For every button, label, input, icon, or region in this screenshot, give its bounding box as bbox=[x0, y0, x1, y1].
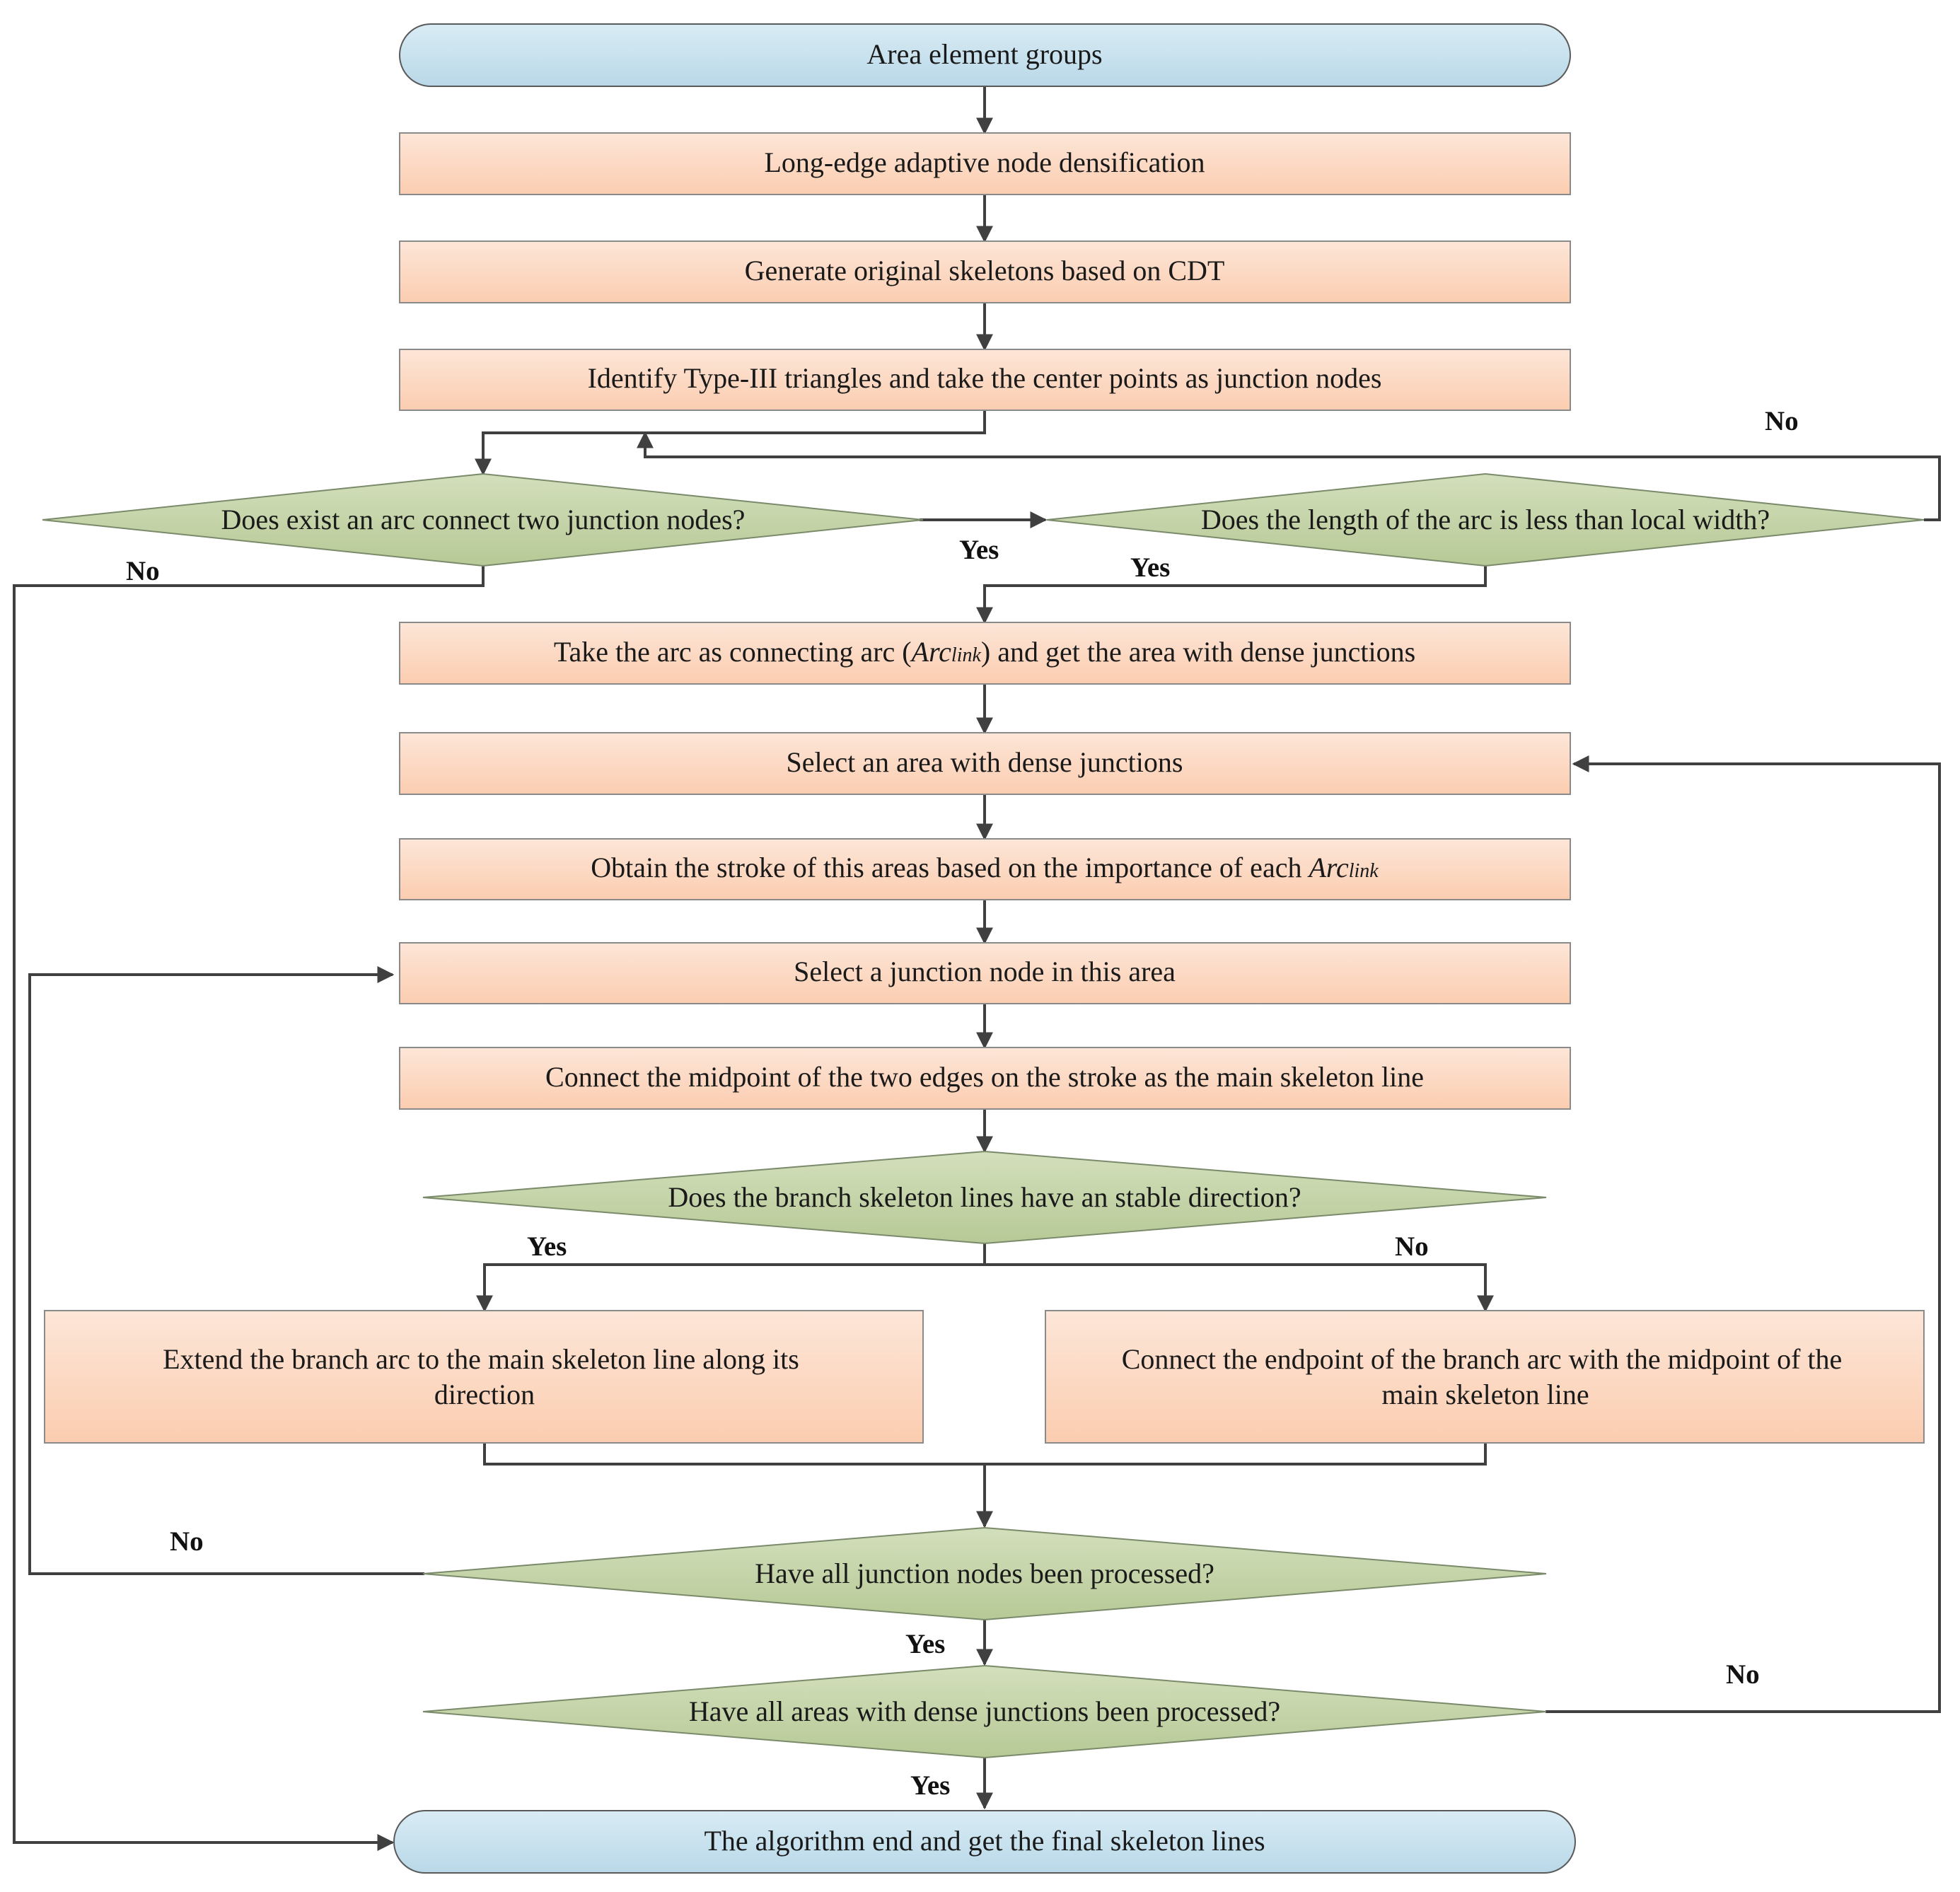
decision-text: Does the branch skeleton lines have an s… bbox=[668, 1181, 1301, 1213]
node-densify: Long-edge adaptive node densification bbox=[399, 132, 1571, 195]
decision-shape bbox=[1046, 472, 1925, 567]
decision-text: Does exist an arc connect two junction n… bbox=[221, 504, 746, 535]
node-extend-branch: Extend the branch arc to the main skelet… bbox=[44, 1310, 924, 1444]
node-text: Obtain the stroke of this areas based on… bbox=[591, 852, 1379, 883]
node-select-area: Select an area with dense junctions bbox=[399, 732, 1571, 795]
node-select-node: Select a junction node in this area bbox=[399, 942, 1571, 1004]
node-take-arc: Take the arc as connecting arc (Arclink)… bbox=[399, 622, 1571, 685]
label-stable-yes: Yes bbox=[527, 1231, 567, 1262]
edge-q-stable-yes bbox=[476, 1263, 985, 1313]
label-all-nodes-no: No bbox=[170, 1526, 204, 1557]
decision-shape bbox=[422, 1664, 1547, 1759]
terminal-shape bbox=[393, 1810, 1576, 1874]
node-skeletons: Generate original skeletons based on CDT bbox=[399, 240, 1571, 303]
edge-q-all-nodes-no bbox=[28, 966, 424, 1575]
terminal-shape bbox=[399, 23, 1571, 87]
edge-q-all-areas-no bbox=[1546, 755, 1941, 1713]
node-end: The algorithm end and get the final skel… bbox=[393, 1810, 1576, 1874]
node-text: Extend the branch arc to the main skelet… bbox=[163, 1343, 806, 1410]
label-all-areas-yes: Yes bbox=[910, 1770, 950, 1801]
decision-all-areas: Have all areas with dense junctions been… bbox=[422, 1664, 1547, 1759]
connectors bbox=[13, 86, 1941, 1851]
process-shape bbox=[399, 349, 1571, 411]
decision-shape bbox=[42, 472, 924, 567]
label-all-areas-no: No bbox=[1726, 1659, 1760, 1690]
process-shape bbox=[399, 942, 1571, 1004]
process-shape bbox=[399, 622, 1571, 685]
node-text: Long-edge adaptive node densification bbox=[764, 146, 1205, 178]
node-identify: Identify Type-III triangles and take the… bbox=[399, 349, 1571, 411]
node-text: Generate original skeletons based on CDT bbox=[745, 255, 1225, 286]
node-text: Select an area with dense junctions bbox=[787, 746, 1183, 778]
decision-all-nodes: Have all junction nodes been processed? bbox=[422, 1526, 1547, 1621]
edge-identify-to-q-arc-exists bbox=[475, 410, 986, 476]
decision-text: Have all junction nodes been processed? bbox=[755, 1557, 1214, 1589]
process-shape bbox=[399, 732, 1571, 795]
edge-branches-merge bbox=[483, 1443, 1487, 1466]
node-text: Take the arc as connecting arc (Arclink)… bbox=[554, 636, 1415, 668]
label-all-nodes-yes: Yes bbox=[905, 1629, 945, 1659]
process-shape bbox=[1045, 1310, 1925, 1444]
decision-shape bbox=[422, 1526, 1547, 1621]
node-start: Area element groups bbox=[399, 23, 1571, 87]
edge-q-arc-length-no-loop bbox=[637, 431, 1941, 521]
node-connect-endpoint: Connect the endpoint of the branch arc w… bbox=[1045, 1310, 1925, 1444]
decision-text: Does the length of the arc is less than … bbox=[1201, 504, 1770, 535]
label-stable-no: No bbox=[1395, 1231, 1429, 1262]
decision-shape bbox=[422, 1150, 1547, 1245]
node-text: Connect the midpoint of the two edges on… bbox=[545, 1061, 1424, 1093]
node-text: Select a junction node in this area bbox=[794, 956, 1176, 987]
node-text: The algorithm end and get the final skel… bbox=[704, 1825, 1265, 1857]
node-text: Area element groups bbox=[866, 38, 1102, 70]
process-shape bbox=[44, 1310, 924, 1444]
decision-arc-exists: Does exist an arc connect two junction n… bbox=[42, 472, 924, 567]
process-shape bbox=[399, 132, 1571, 195]
decision-text: Have all areas with dense junctions been… bbox=[689, 1695, 1280, 1727]
label-arc-length-no: No bbox=[1765, 406, 1799, 436]
decision-stable-direction: Does the branch skeleton lines have an s… bbox=[422, 1150, 1547, 1245]
label-arc-exists-no: No bbox=[126, 556, 160, 586]
node-connect-midpoint: Connect the midpoint of the two edges on… bbox=[399, 1047, 1571, 1110]
edge-q-arc-exists-no bbox=[13, 566, 485, 1851]
edge-q-arc-length-yes bbox=[976, 566, 1487, 625]
edge-q-stable-no bbox=[985, 1263, 1494, 1313]
node-text: Identify Type-III triangles and take the… bbox=[588, 362, 1382, 394]
node-obtain-stroke: Obtain the stroke of this areas based on… bbox=[399, 838, 1571, 900]
label-arc-exists-yes: Yes bbox=[959, 535, 999, 565]
process-shape bbox=[399, 240, 1571, 303]
label-arc-length-yes: Yes bbox=[1130, 552, 1170, 583]
edge-labels: No Yes No Yes Yes No No Yes No Yes bbox=[126, 406, 1799, 1801]
decision-arc-length: Does the length of the arc is less than … bbox=[1046, 472, 1925, 567]
process-shape bbox=[399, 1047, 1571, 1110]
node-text: Connect the endpoint of the branch arc w… bbox=[1122, 1343, 1850, 1410]
process-shape bbox=[399, 838, 1571, 900]
